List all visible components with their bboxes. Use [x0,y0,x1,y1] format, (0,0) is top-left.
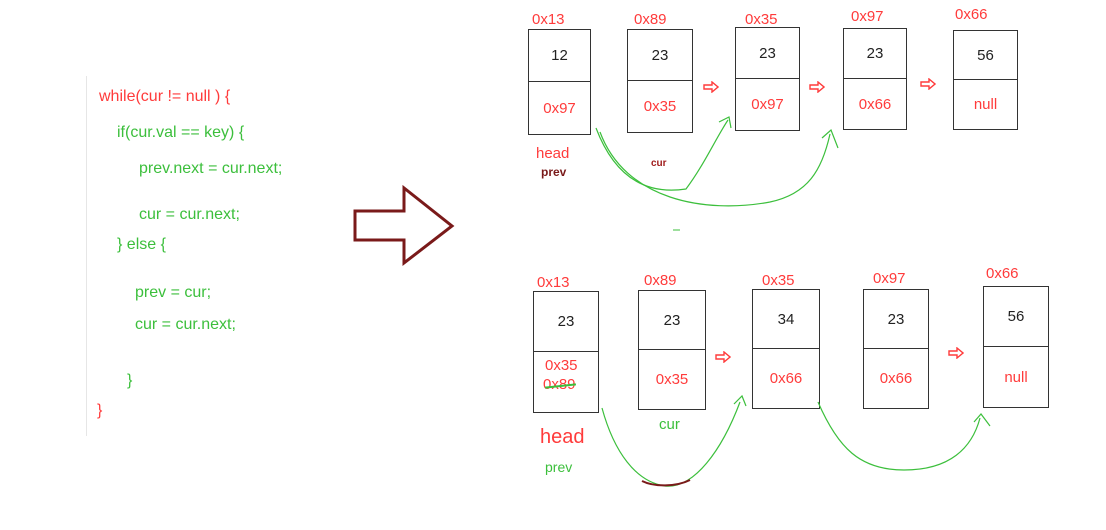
top-small-arrow-1-icon [703,81,719,93]
code-line-if: if(cur.val == key) { [117,124,245,141]
top-addr-1: 0x13 [532,11,565,28]
bottom-addr-5: 0x66 [986,265,1019,282]
code-line-cur-next-2: cur = cur.next; [135,316,236,333]
bottom-node-1: 23 [533,291,599,413]
bottom-node-2: 23 0x35 [638,290,706,410]
bottom-node-3: 34 0x66 [752,289,820,409]
top-node-5: 56 null [953,30,1018,130]
top-node-2: 23 0x35 [627,29,693,133]
bottom-curve-2-arrowhead-icon [973,413,991,427]
top-node-1-val: 12 [529,30,590,82]
bottom-addr-4: 0x97 [873,270,906,287]
bottom-curve-1-arrowhead-icon [733,394,747,407]
bottom-node-4-val: 23 [864,290,928,349]
top-addr-4: 0x97 [851,8,884,25]
code-line-cur-next-1: cur = cur.next; [139,206,240,223]
top-addr-5: 0x66 [955,6,988,23]
top-head-label: head [536,145,570,162]
code-line-prev-cur: prev = cur; [135,284,212,301]
bottom-head-label: head [540,426,585,448]
top-curve-2-arrowhead-icon [821,128,839,149]
bottom-node-3-next: 0x66 [769,370,803,387]
top-node-4-val: 23 [844,29,906,79]
bottom-small-arrow-2-icon [948,347,964,359]
bottom-node-1-old-next: 0x89 [543,376,576,393]
top-node-3: 23 0x97 [735,27,800,131]
bottom-node-5: 56 null [983,286,1049,408]
top-node-3-next: 0x97 [751,96,784,113]
top-node-1-next: 0x97 [543,99,576,117]
bottom-curve-2 [817,401,981,471]
top-node-4: 23 0x66 [843,28,907,130]
bottom-node-5-next: null [1004,368,1028,386]
code-line-close-else: } [127,372,133,389]
top-node-5-next: null [973,96,998,113]
bottom-node-2-next: 0x35 [655,371,689,388]
top-addr-2: 0x89 [634,11,667,28]
top-node-1: 12 0x97 [528,29,591,135]
bottom-cur-label: cur [659,416,680,433]
top-node-4-next: 0x66 [858,95,892,113]
bottom-node-5-val: 56 [984,287,1048,347]
code-line-else: } else { [117,236,166,253]
bottom-addr-2: 0x89 [644,272,677,289]
big-arrow-icon [353,185,455,267]
top-small-arrow-2-icon [809,81,825,93]
top-cur-label: cur [651,158,667,169]
top-addr-3: 0x35 [745,11,778,28]
top-node-2-val: 23 [628,30,692,81]
bottom-node-1-next: 0x35 [545,357,578,374]
code-block: while(cur != null ) { if(cur.val == key)… [86,76,337,436]
bottom-node-4-next: 0x66 [879,370,913,387]
top-prev-label: prev [541,165,567,179]
bottom-curve-1-darkred-mark [641,479,691,487]
code-line-while: while(cur != null ) { [99,88,231,105]
bottom-curve-1 [601,401,741,487]
top-node-2-next: 0x35 [643,98,677,115]
top-curve-2 [599,131,831,207]
bottom-prev-label: prev [545,459,573,475]
bottom-node-1-val: 23 [534,292,598,352]
bottom-addr-3: 0x35 [762,272,795,289]
code-line-close-while: } [97,402,103,419]
bottom-node-2-val: 23 [639,291,705,350]
top-small-arrow-3-icon [920,78,936,90]
bottom-node-3-val: 34 [753,290,819,349]
top-node-3-val: 23 [736,28,799,79]
code-line-prev-next: prev.next = cur.next; [139,160,283,177]
bottom-node-4: 23 0x66 [863,289,929,409]
bottom-addr-1: 0x13 [537,274,570,291]
bottom-small-arrow-1-icon [715,351,731,363]
top-curve-1-arrowhead-icon [718,116,732,129]
top-node-5-val: 56 [954,31,1017,80]
